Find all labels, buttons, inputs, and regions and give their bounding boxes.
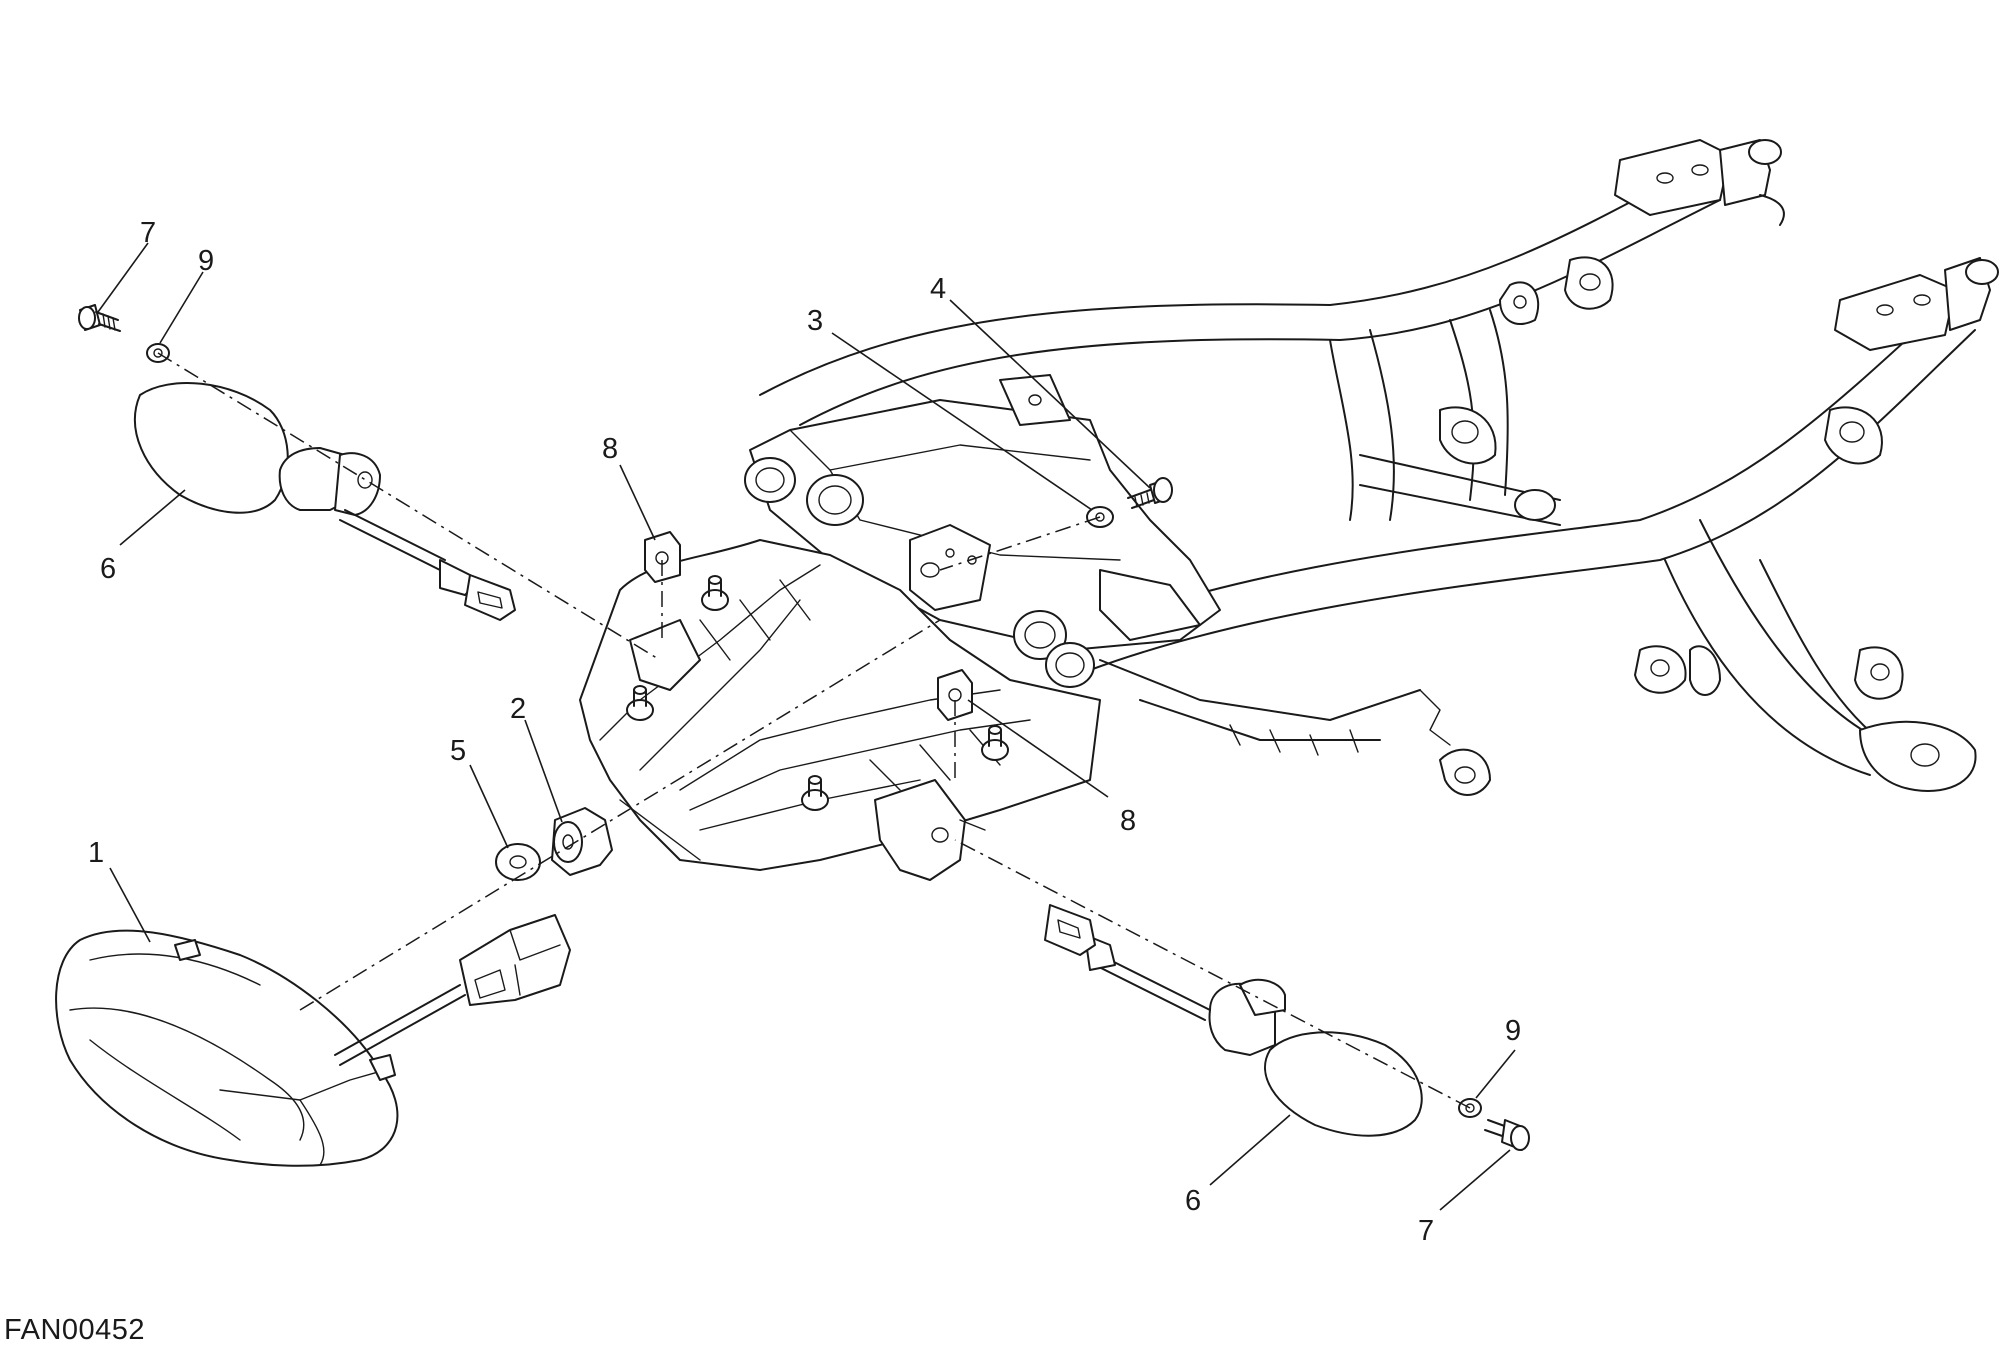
- tail-housing: [579, 539, 1101, 881]
- mount-post: [701, 575, 729, 611]
- tail-light-lens-icon: [55, 929, 399, 1167]
- turn-indicator-left: [134, 382, 516, 621]
- callout-6-bottom: 6: [1185, 1185, 1201, 1217]
- callout-7-top: 7: [140, 217, 156, 249]
- turn-indicator-right: [1044, 904, 1423, 1137]
- callout-4: 4: [930, 273, 946, 305]
- assembly-axes: [157, 352, 1471, 1109]
- callout-2: 2: [510, 693, 526, 725]
- callout-3: 3: [807, 305, 823, 337]
- callouts: 7 9 6 4 3 8 2 5 1 8 9 6 7: [88, 217, 1521, 1247]
- tail-light-assembly: [55, 914, 571, 1167]
- drawing-code: FAN00452: [4, 1314, 146, 1346]
- callout-8-left: 8: [602, 433, 618, 465]
- callout-9-bottom: 9: [1505, 1015, 1521, 1047]
- screw: [1484, 1119, 1530, 1151]
- callout-9-top: 9: [198, 245, 214, 277]
- connector-icon: [459, 914, 571, 1006]
- mount-post: [801, 775, 829, 811]
- callout-1: 1: [88, 837, 104, 869]
- connector-icon: [1044, 904, 1096, 956]
- callout-8-right: 8: [1120, 805, 1136, 837]
- callout-6-top: 6: [100, 553, 116, 585]
- mount-post: [626, 685, 654, 721]
- callout-5: 5: [450, 735, 466, 767]
- screw: [78, 304, 121, 332]
- rear-subframe: [759, 139, 1999, 796]
- rubber-grommet: [644, 531, 681, 583]
- mount-post: [981, 725, 1009, 761]
- washer: [495, 843, 541, 881]
- indicator-lens-icon: [1264, 1031, 1423, 1137]
- indicator-lens-icon: [134, 382, 289, 514]
- tail-crossbeam: [744, 374, 1221, 688]
- screw: [1127, 477, 1173, 509]
- leader-lines: [97, 242, 1516, 1211]
- callout-7-bottom: 7: [1418, 1215, 1434, 1247]
- connector-icon: [464, 574, 516, 621]
- spacer-bushing: [551, 807, 613, 876]
- rubber-grommet: [937, 669, 973, 721]
